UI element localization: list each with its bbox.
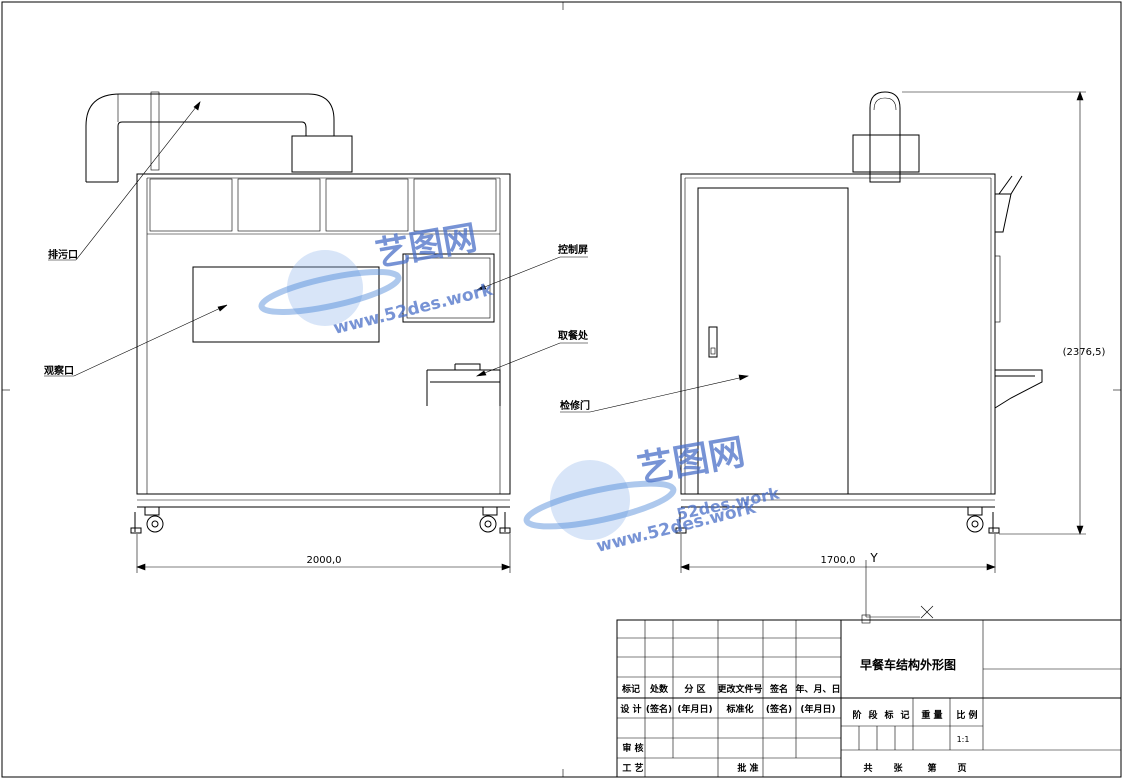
front-view: 2000,0 排污口 观察口 控制屏 取餐处 <box>44 91 589 573</box>
side-view: 1700,0 (2376,5) 检修门 <box>560 91 1106 573</box>
front-leaders <box>44 101 588 377</box>
front-left-caster <box>130 506 164 534</box>
control-screen <box>402 253 495 323</box>
tb-stage-3: 标 <box>883 709 893 721</box>
tb-signature: 签名 <box>769 683 788 695</box>
tb-standardize: 标准化 <box>725 703 753 715</box>
side-leader <box>560 374 750 413</box>
height-value: (2376,5) <box>1063 347 1106 358</box>
exhaust-duct <box>85 93 335 183</box>
door-handle <box>708 326 718 358</box>
tb-review: 审 核 <box>622 742 643 754</box>
upper-panel-3 <box>325 178 409 232</box>
tb-sheets-unit2: 页 <box>957 763 966 774</box>
side-width-value: 1700,0 <box>821 555 856 566</box>
upper-panel-1 <box>149 178 233 232</box>
tb-approve: 批 准 <box>737 762 758 774</box>
side-tray <box>994 369 1043 409</box>
label-control-screen: 控制屏 <box>558 243 588 256</box>
front-right-caster <box>479 506 511 534</box>
tb-count: 处数 <box>649 683 669 695</box>
side-left-caster <box>675 512 687 534</box>
front-width-value: 2000,0 <box>307 555 342 566</box>
side-duct <box>869 91 901 183</box>
watermark-2: 艺图网 52des.work www.52des.work <box>523 432 781 557</box>
label-service-door: 检修门 <box>560 399 590 412</box>
side-right-caster <box>966 506 1000 534</box>
tb-sheets-total: 共 <box>863 762 872 774</box>
tb-scale-label: 比 例 <box>956 709 977 721</box>
tb-stage-1: 阶 <box>852 709 862 721</box>
height-dimension <box>902 91 1086 535</box>
tb-weight: 重 量 <box>921 709 942 721</box>
tb-sign1: (签名) <box>646 703 672 715</box>
upper-panel-2 <box>237 178 321 232</box>
side-fan-housing <box>852 134 920 173</box>
title-block <box>616 619 1122 778</box>
watermark-brand-1: 艺图网 <box>373 218 480 275</box>
tb-date2: (年月日) <box>800 703 835 715</box>
upper-panel-4 <box>413 178 497 232</box>
tb-design: 设 计 <box>620 703 641 715</box>
tb-change-doc: 更改文件号 <box>717 683 762 695</box>
tb-zone: 分 区 <box>684 683 705 695</box>
label-drain-port: 排污口 <box>48 248 78 261</box>
tb-mark: 标记 <box>621 683 640 695</box>
tb-date: 年、月、日 <box>795 683 840 695</box>
watermark-1: 艺图网 www.52des.work <box>258 218 496 339</box>
tb-sign2: (签名) <box>766 703 792 715</box>
tb-date1: (年月日) <box>677 703 712 715</box>
watermark-brand-2: 艺图网 <box>634 432 747 491</box>
tb-process: 工 艺 <box>622 762 643 774</box>
y-axis-label: Y <box>869 551 878 565</box>
fan-housing <box>291 135 353 173</box>
tb-stage-2: 段 <box>868 709 878 721</box>
side-width-dimension <box>680 534 996 573</box>
label-pickup-point: 取餐处 <box>558 329 589 342</box>
coordinate-icon <box>861 560 934 624</box>
drawing-title: 早餐车结构外形图 <box>860 657 956 672</box>
tb-stage-4: 记 <box>900 709 909 721</box>
tb-sheets-nth: 第 <box>927 762 936 774</box>
tb-sheets-unit1: 张 <box>893 762 903 774</box>
duct-clamp <box>150 91 160 171</box>
front-width-dimension <box>136 534 511 573</box>
pickup-tray <box>426 363 501 406</box>
viewing-window <box>192 266 380 343</box>
side-screen-bracket <box>995 175 1023 233</box>
tb-scale-value: 1:1 <box>957 735 970 744</box>
label-viewing-window: 观察口 <box>44 364 74 377</box>
